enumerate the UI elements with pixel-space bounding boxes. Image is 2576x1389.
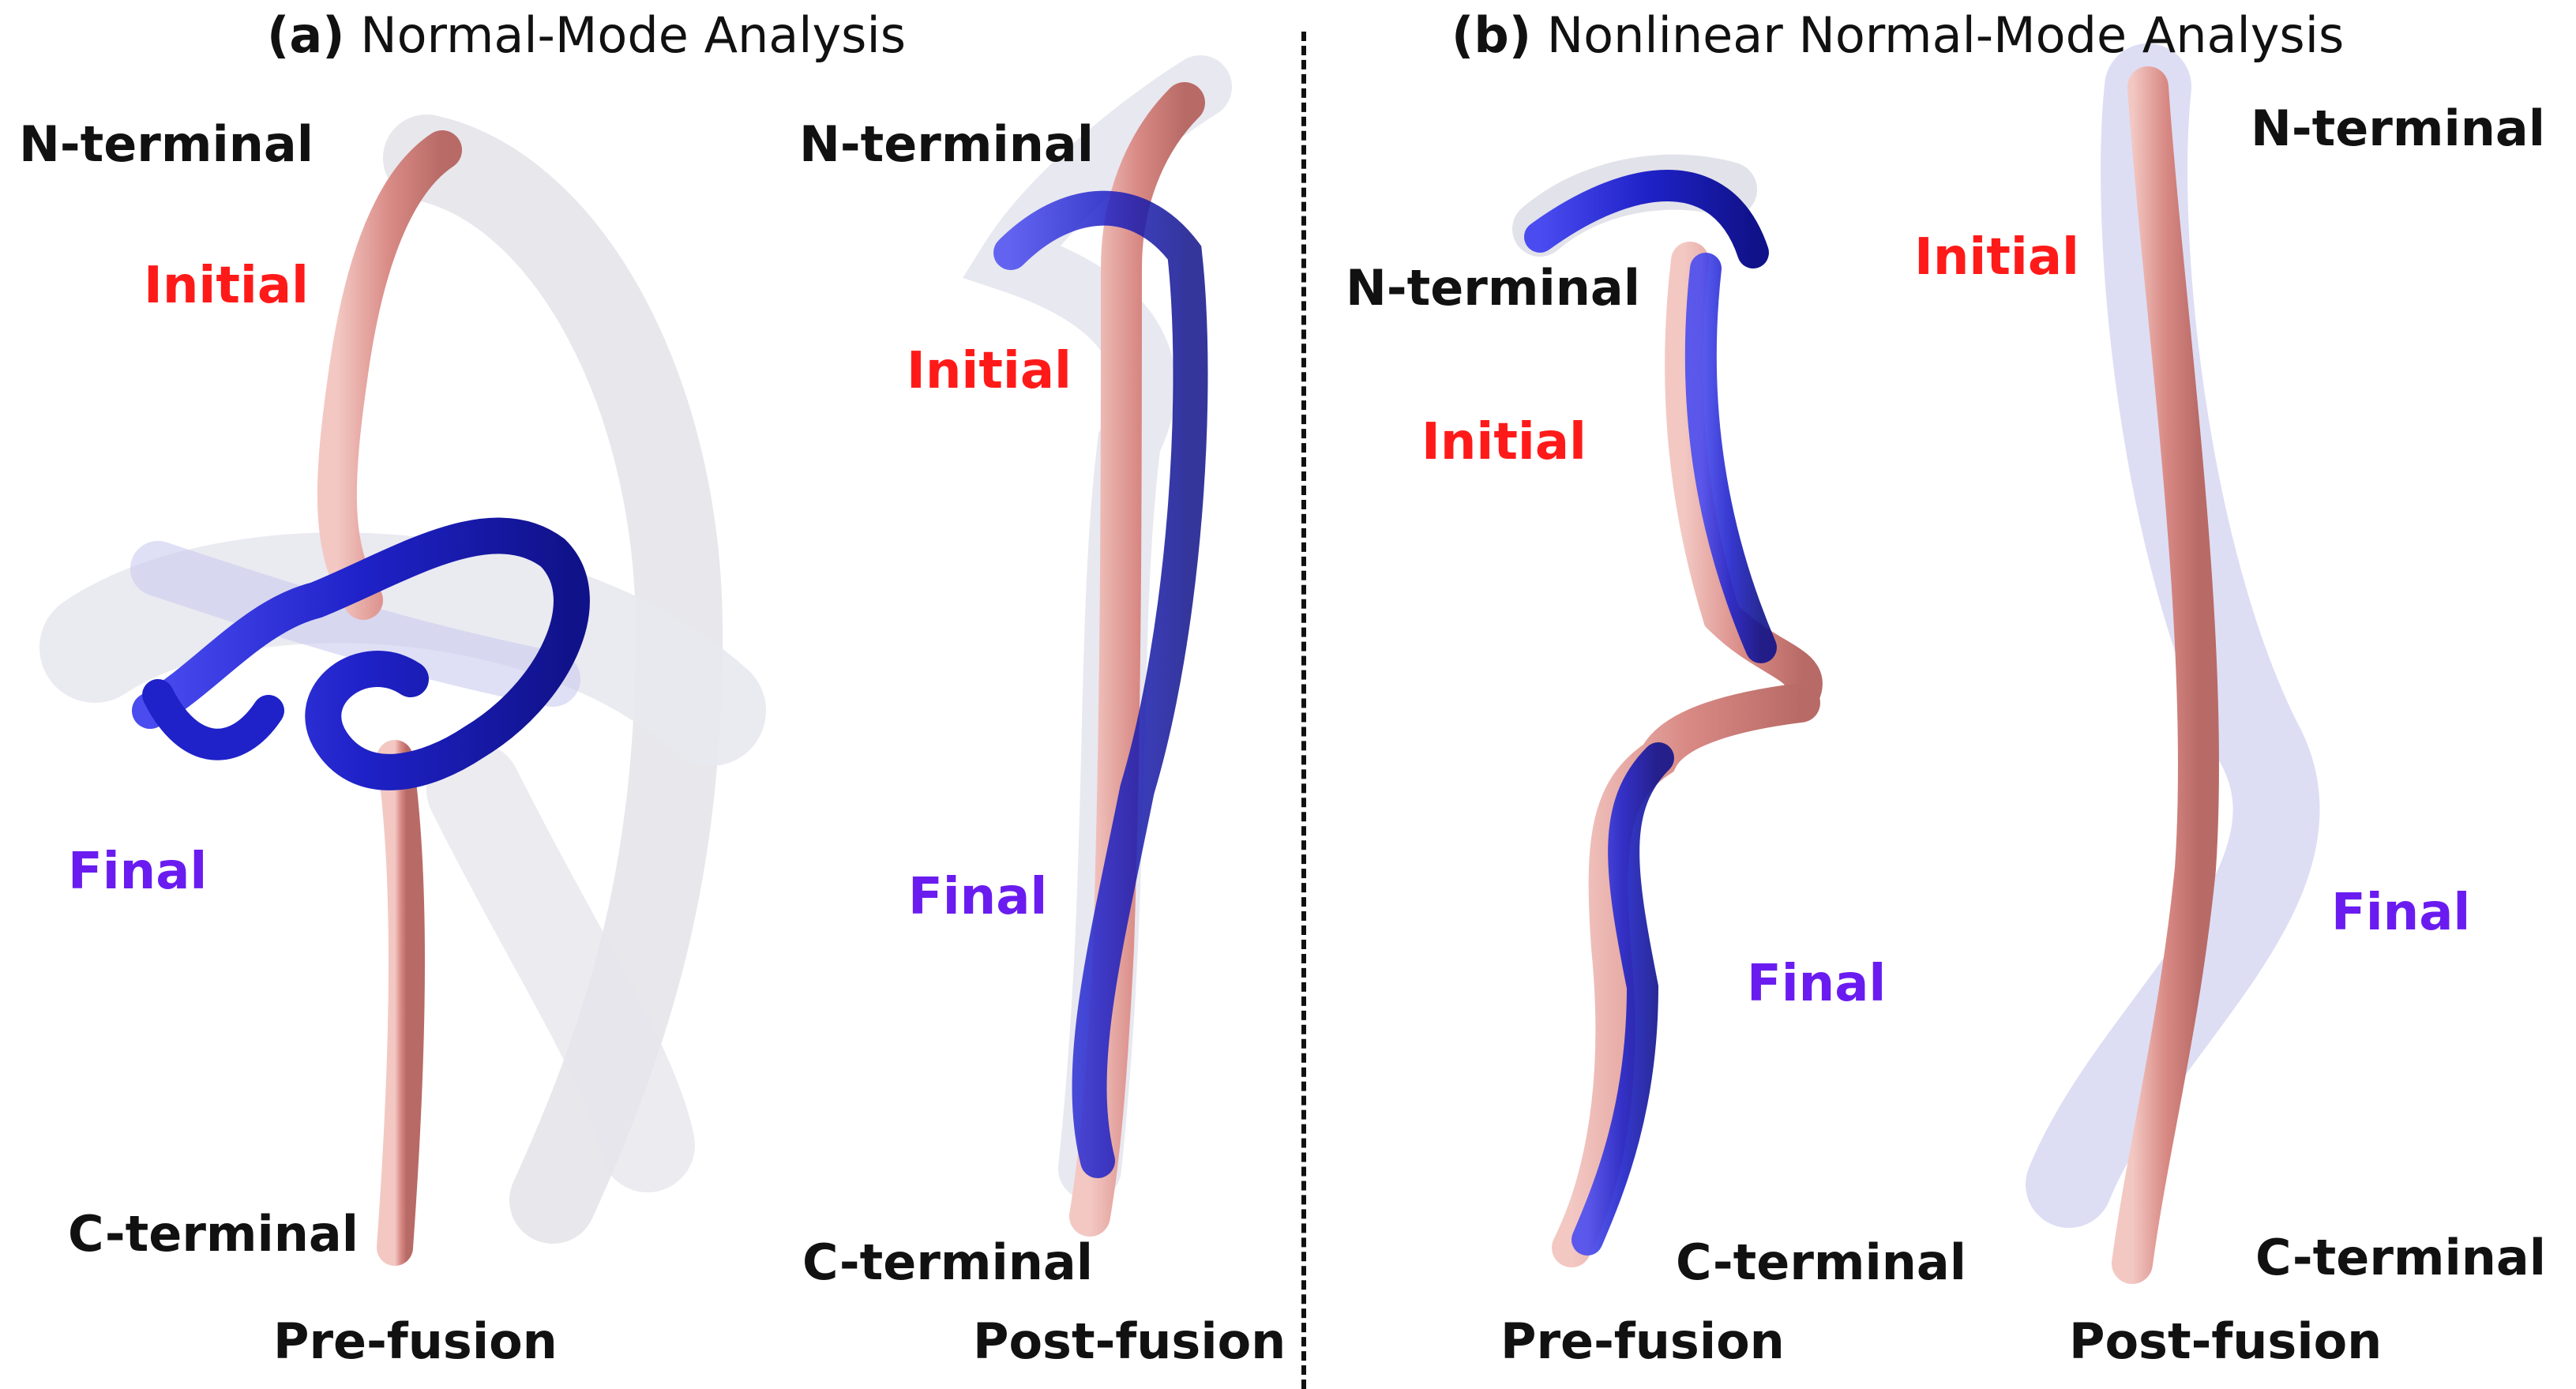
a-pre-fusion-caption: Pre-fusion <box>273 1312 558 1370</box>
b-pre-initial-label: Initial <box>1421 413 1587 471</box>
b-post-fusion-structure <box>2026 43 2320 1284</box>
panel-divider <box>1301 32 1306 1389</box>
b-pre-c-terminal-label: C-terminal <box>1676 1233 1967 1291</box>
b-post-final-label: Final <box>2331 884 2471 942</box>
a-pre-fusion-structure <box>39 114 766 1266</box>
a-post-c-terminal-label: C-terminal <box>802 1233 1094 1291</box>
panel-b-title: (b) Nonlinear Normal-Mode Analysis <box>1451 11 2344 60</box>
a-post-fusion-structure <box>963 55 1232 1237</box>
a-pre-n-terminal-label: N-terminal <box>19 115 314 173</box>
panel-a-title-text: Normal-Mode Analysis <box>360 6 907 64</box>
b-post-n-terminal-label: N-terminal <box>2251 99 2545 157</box>
b-post-fusion-caption: Post-fusion <box>2069 1312 2383 1370</box>
a-pre-initial-label: Initial <box>144 257 309 315</box>
panel-b-title-text: Nonlinear Normal-Mode Analysis <box>1546 6 2345 64</box>
a-post-final-label: Final <box>908 868 1048 926</box>
b-post-initial-label: Initial <box>1914 228 2079 287</box>
panel-a-tag: (a) <box>267 6 345 64</box>
b-pre-final-label: Final <box>1747 955 1887 1013</box>
b-post-c-terminal-label: C-terminal <box>2255 1229 2547 1286</box>
a-pre-final-label: Final <box>68 843 208 901</box>
panel-b-tag: (b) <box>1451 6 1532 64</box>
a-post-n-terminal-label: N-terminal <box>799 115 1094 173</box>
b-pre-n-terminal-label: N-terminal <box>1346 259 1640 317</box>
b-pre-fusion-caption: Pre-fusion <box>1500 1312 1785 1370</box>
panel-a-title: (a) Normal-Mode Analysis <box>267 11 906 60</box>
a-pre-c-terminal-label: C-terminal <box>68 1205 359 1263</box>
a-post-fusion-caption: Post-fusion <box>973 1312 1286 1370</box>
a-post-initial-label: Initial <box>907 342 1072 400</box>
b-pre-fusion-structure <box>1512 154 1823 1267</box>
